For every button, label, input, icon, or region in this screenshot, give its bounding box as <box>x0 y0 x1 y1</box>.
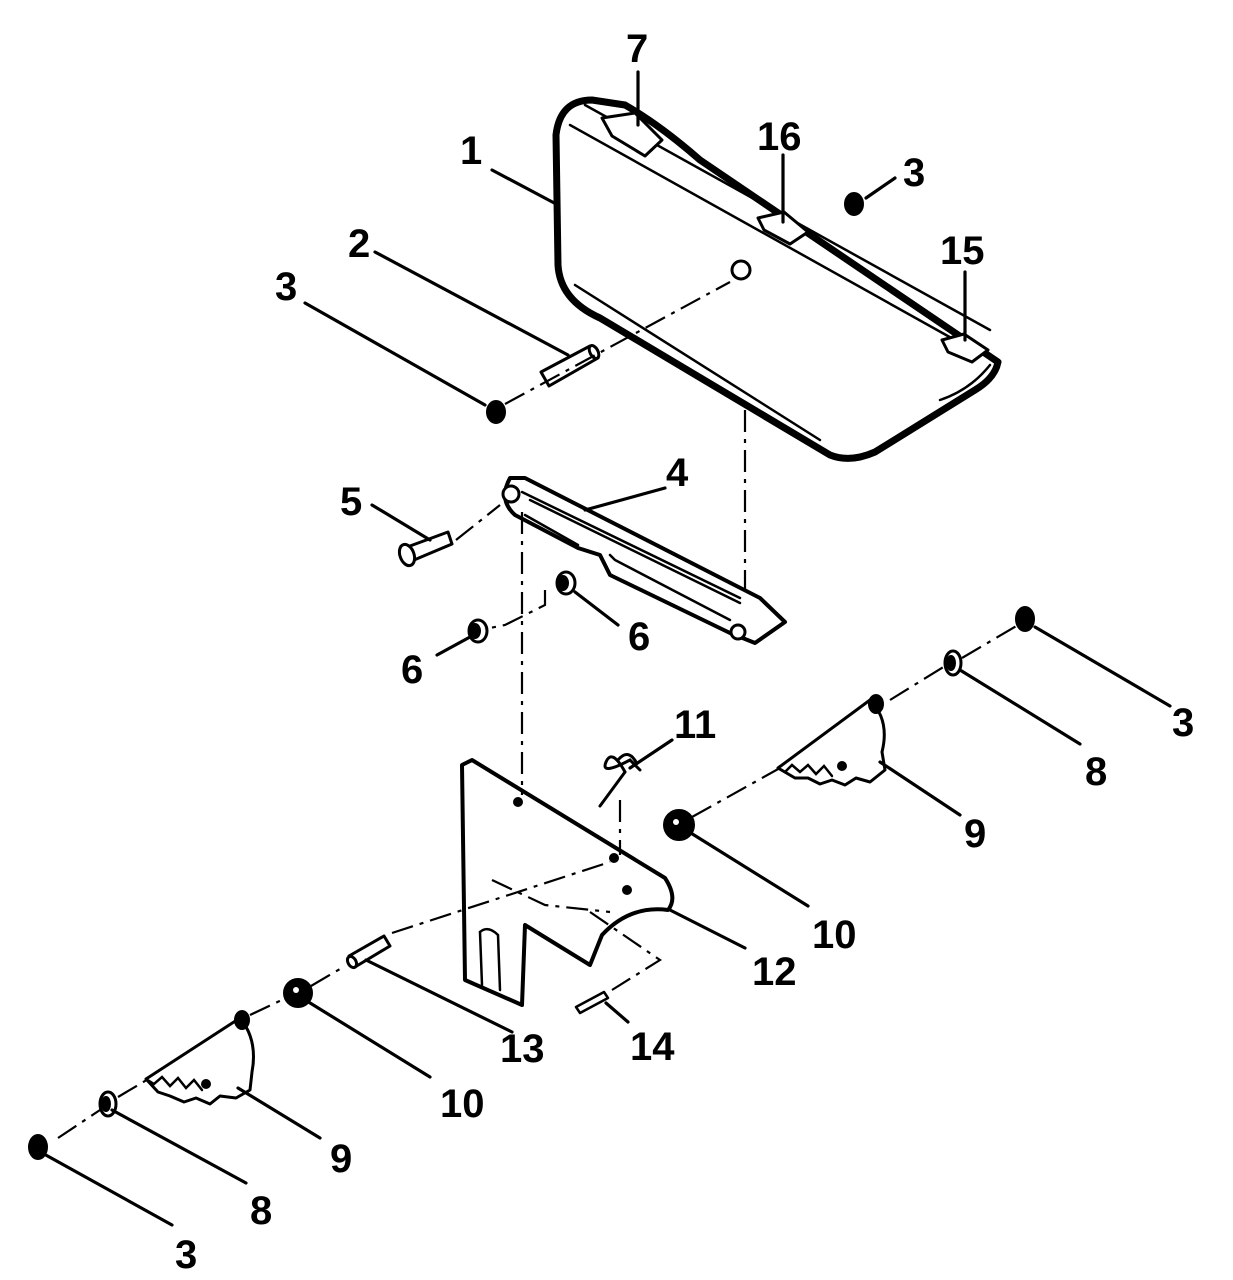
callout-11: 11 <box>674 703 716 747</box>
callout-8-left: 8 <box>250 1189 272 1233</box>
callout-15: 15 <box>940 229 985 273</box>
support-arm <box>501 476 787 645</box>
callout-3-upper-left: 3 <box>275 265 297 309</box>
pin-13 <box>345 934 392 970</box>
callout-3-lower-right: 3 <box>1172 701 1194 745</box>
callout-9-left: 9 <box>330 1137 352 1181</box>
roll-pin-14 <box>574 990 610 1015</box>
callout-4: 4 <box>666 451 689 495</box>
washer-8-right <box>943 649 963 677</box>
callout-14: 14 <box>630 1025 675 1069</box>
bolt-5 <box>397 530 454 568</box>
nut-3-upper-left <box>486 400 506 424</box>
nut-3-lower-left <box>28 1134 48 1160</box>
callout-8-right: 8 <box>1085 750 1107 794</box>
spacer-6-right <box>555 570 577 596</box>
callout-6-left: 6 <box>401 648 423 692</box>
callout-16: 16 <box>757 115 802 159</box>
callout-7: 7 <box>626 27 648 71</box>
callout-3-upper-right: 3 <box>903 151 925 195</box>
clip-11 <box>598 753 642 808</box>
callout-9-right: 9 <box>964 812 986 856</box>
leader-lines <box>42 70 1172 1227</box>
callout-10-right: 10 <box>812 913 857 957</box>
nut-3-lower-right <box>1015 606 1035 632</box>
pawl-9-left <box>144 1010 255 1106</box>
pawl-9-right <box>776 694 887 787</box>
callout-3-lower-left: 3 <box>175 1233 197 1277</box>
callout-13: 13 <box>500 1027 545 1071</box>
spacer-6-left <box>467 618 489 644</box>
washer-10-right <box>663 809 695 841</box>
callout-12: 12 <box>752 950 797 994</box>
callout-5: 5 <box>340 480 362 524</box>
callout-6-right: 6 <box>628 615 650 659</box>
callout-2: 2 <box>348 222 370 266</box>
nut-3-upper-right <box>844 192 864 216</box>
assembly-centerlines <box>57 281 1019 1139</box>
callout-10-left: 10 <box>440 1082 485 1126</box>
callout-1: 1 <box>460 129 482 173</box>
callout-labels: 1 2 3 3 7 16 15 4 5 6 6 11 3 8 9 10 12 1… <box>175 27 1194 1277</box>
blade-guard-housing <box>552 96 1002 462</box>
spreader-plate <box>460 758 675 1007</box>
